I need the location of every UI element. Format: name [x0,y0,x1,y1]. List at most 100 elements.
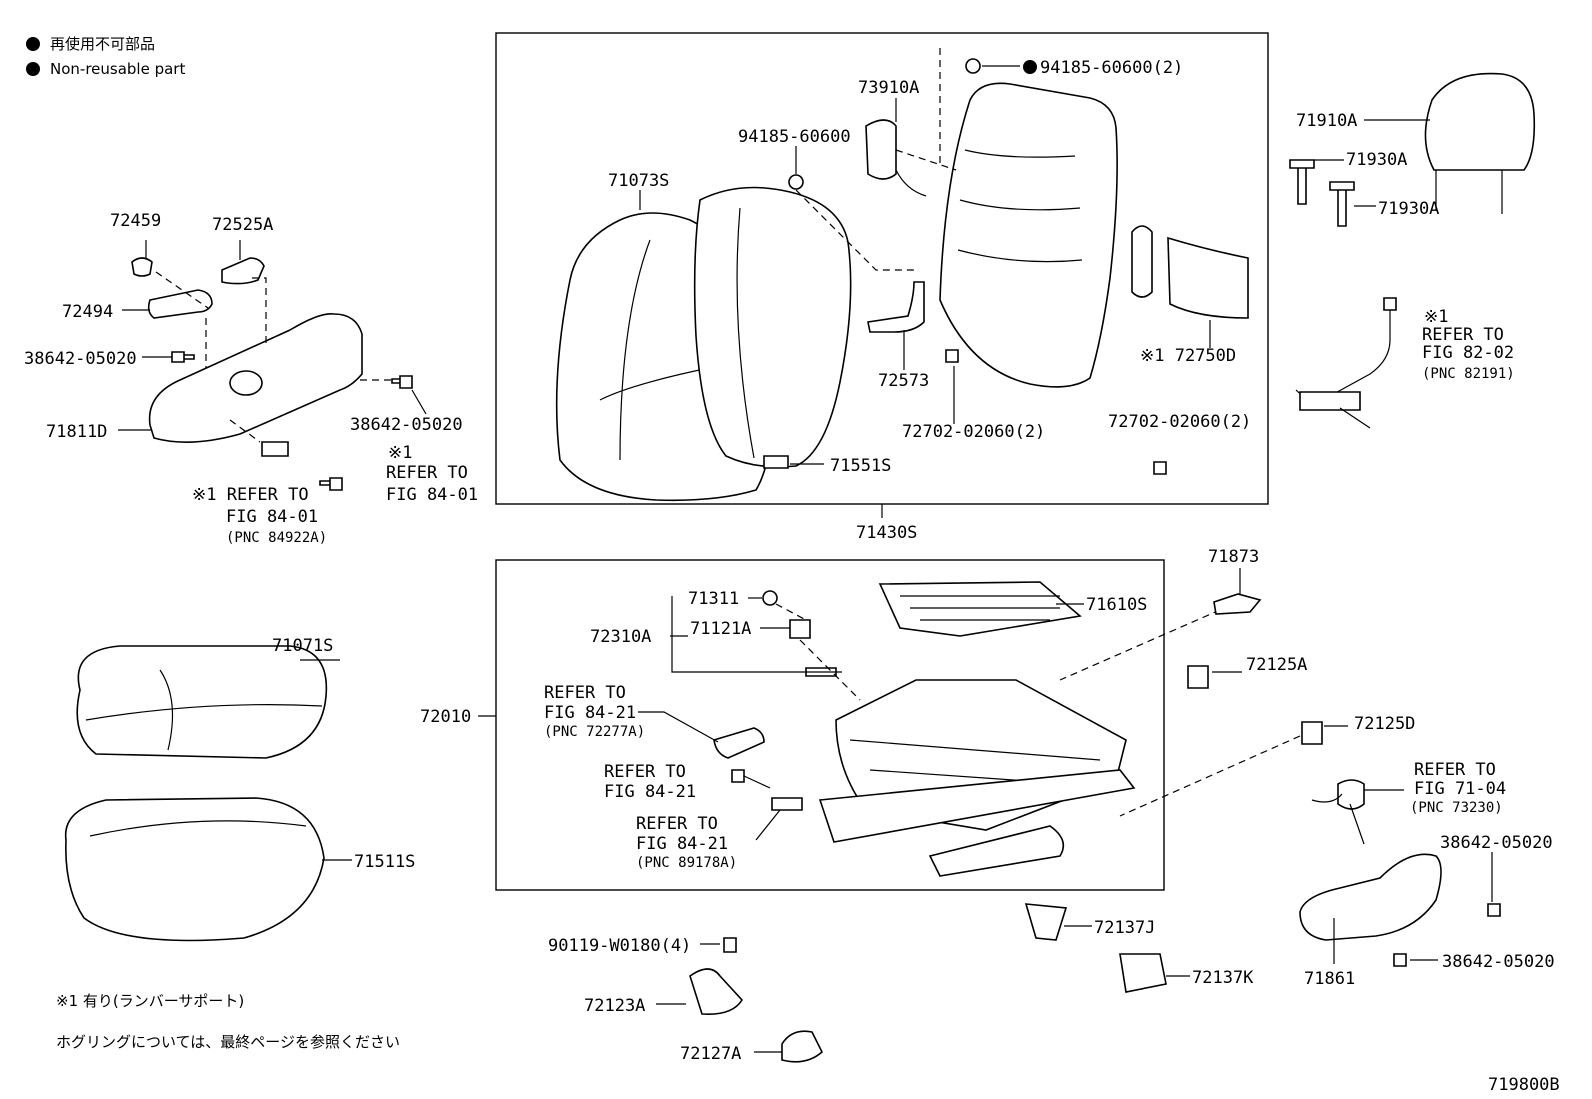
right-side-parts [656,568,1501,1063]
label-71873: 71873 [1208,547,1259,567]
label-71551S: 71551S [830,456,891,476]
label-72750D: ※1 72750D [1140,346,1236,366]
label-refer-a: REFER TO [386,463,468,483]
legend-en: Non-reusable part [50,60,185,78]
label-refer-g: REFER TO [1414,760,1496,780]
seatback-assembly [555,48,1249,518]
cover-72127A [781,1030,823,1063]
switch-72277A [713,727,765,759]
label-38642-d: 38642-05020 [1442,952,1555,972]
seat-side-cover-assembly [118,240,427,491]
headrest-support-71930A-a [1289,159,1315,205]
label-71073S: 71073S [608,171,669,191]
label-71930A-b: 71930A [1378,199,1439,219]
label-pnc-f: (PNC 89178A) [636,855,737,871]
lumbar-pad [1167,236,1249,319]
screw-38642-c [1487,903,1501,917]
headrest-71910A [1424,72,1536,171]
label-pnc-g: (PNC 73230) [1410,800,1503,816]
label-fig-e: FIG 84-21 [604,782,696,802]
bolt-72702-b [1153,461,1167,475]
cushion-cover-71071S [76,645,328,759]
bracket-71121A [789,619,811,639]
seat-cushion-assembly [64,645,352,942]
label-refer-e: REFER TO [604,762,686,782]
non-reusable-bullet-icon [1023,60,1037,74]
lever-72525A [221,257,265,285]
screw-38642-d [1393,953,1407,967]
lumbar-support-72750D [1131,225,1153,298]
lumbar-switch [261,441,289,457]
label-72702-b: 72702-02060(2) [1108,412,1251,432]
label-fig-f: FIG 84-21 [636,834,728,854]
label-refer-b: ※1 REFER TO [192,485,309,505]
label-71121A: 71121A [690,619,751,639]
label-72525A: 72525A [212,215,273,235]
non-reusable-bullet-icon [26,37,40,51]
seat-rail-lower [928,825,1065,877]
sensor-89178A [771,797,803,811]
label-94185-2: 94185-60600(2) [1040,58,1183,78]
bolt-90119 [723,937,737,953]
bracket-72573 [867,281,925,333]
label-71511S: 71511S [354,852,415,872]
cover-71873 [1213,593,1262,615]
label-72137K: 72137K [1192,968,1254,988]
label-fig-g: FIG 71-04 [1414,779,1506,799]
legend-jp: 再使用不可部品 [50,35,155,53]
screw-fig-84-21 [731,769,745,783]
headrest-support-71930A-b [1329,181,1355,227]
seat-rail [818,769,1136,843]
seat-spring-71610S [878,581,1082,637]
clip-72125A [1187,665,1209,689]
legend: 再使用不可部品 Non-reusable part [26,35,185,78]
label-fig-a: FIG 84-01 [386,485,478,505]
label-71610S: 71610S [1086,595,1147,615]
label-71930A-a: 71930A [1346,150,1407,170]
non-reusable-bullet-icon [26,62,40,76]
label-fig-c: FIG 82-02 [1422,343,1514,363]
label-71910A: 71910A [1296,111,1357,131]
harness-connector [1383,297,1397,311]
label-72459: 72459 [110,211,161,231]
label-38642-b: 38642-05020 [350,415,463,435]
label-72123A: 72123A [584,996,645,1016]
bracket-72137J [1024,903,1068,941]
label-fig-d: FIG 84-21 [544,703,636,723]
label-pnc-c: (PNC 82191) [1422,366,1515,382]
label-refer-d: REFER TO [544,683,626,703]
label-73910A: 73910A [858,78,919,98]
label-x1-a: ※1 [388,443,412,463]
label-72494: 72494 [62,302,113,322]
label-71071S: 71071S [272,636,333,656]
harness-clip [1299,391,1361,411]
nut-94185-double [965,58,981,74]
label-refer-f: REFER TO [636,814,718,834]
nut-71311 [762,590,778,606]
seat-adjuster-assembly [478,581,1301,877]
label-refer-c: REFER TO [1422,325,1504,345]
side-cover-71861 [1299,853,1442,941]
knob-72459 [131,257,153,277]
label-72310A: 72310A [590,627,651,647]
headrest-assembly [1289,72,1536,227]
cover-72123A [689,968,744,1016]
note-lumbar-support: ※1 有り(ランバーサポート) [56,992,244,1010]
label-71311: 71311 [688,589,739,609]
seatback-frame [939,82,1118,388]
bolt-38642-left [171,351,195,363]
label-90119: 90119-W0180(4) [548,936,691,956]
label-72573: 72573 [878,371,929,391]
seatback-pad-71551S [693,186,852,468]
label-fig-b: FIG 84-01 [226,507,318,527]
label-pnc-b: (PNC 84922A) [226,530,327,546]
part-labels: 72459 72525A 72494 38642-05020 38642-050… [24,58,1555,1064]
label-72010: 72010 [420,707,471,727]
airbag-73910A [865,119,897,180]
bracket-72137K [1119,953,1167,993]
label-38642-c: 38642-05020 [1440,833,1553,853]
label-72127A: 72127A [680,1044,741,1064]
seat-adjuster-group-frame [495,559,1165,891]
side-cover-knob-hole [229,370,263,396]
